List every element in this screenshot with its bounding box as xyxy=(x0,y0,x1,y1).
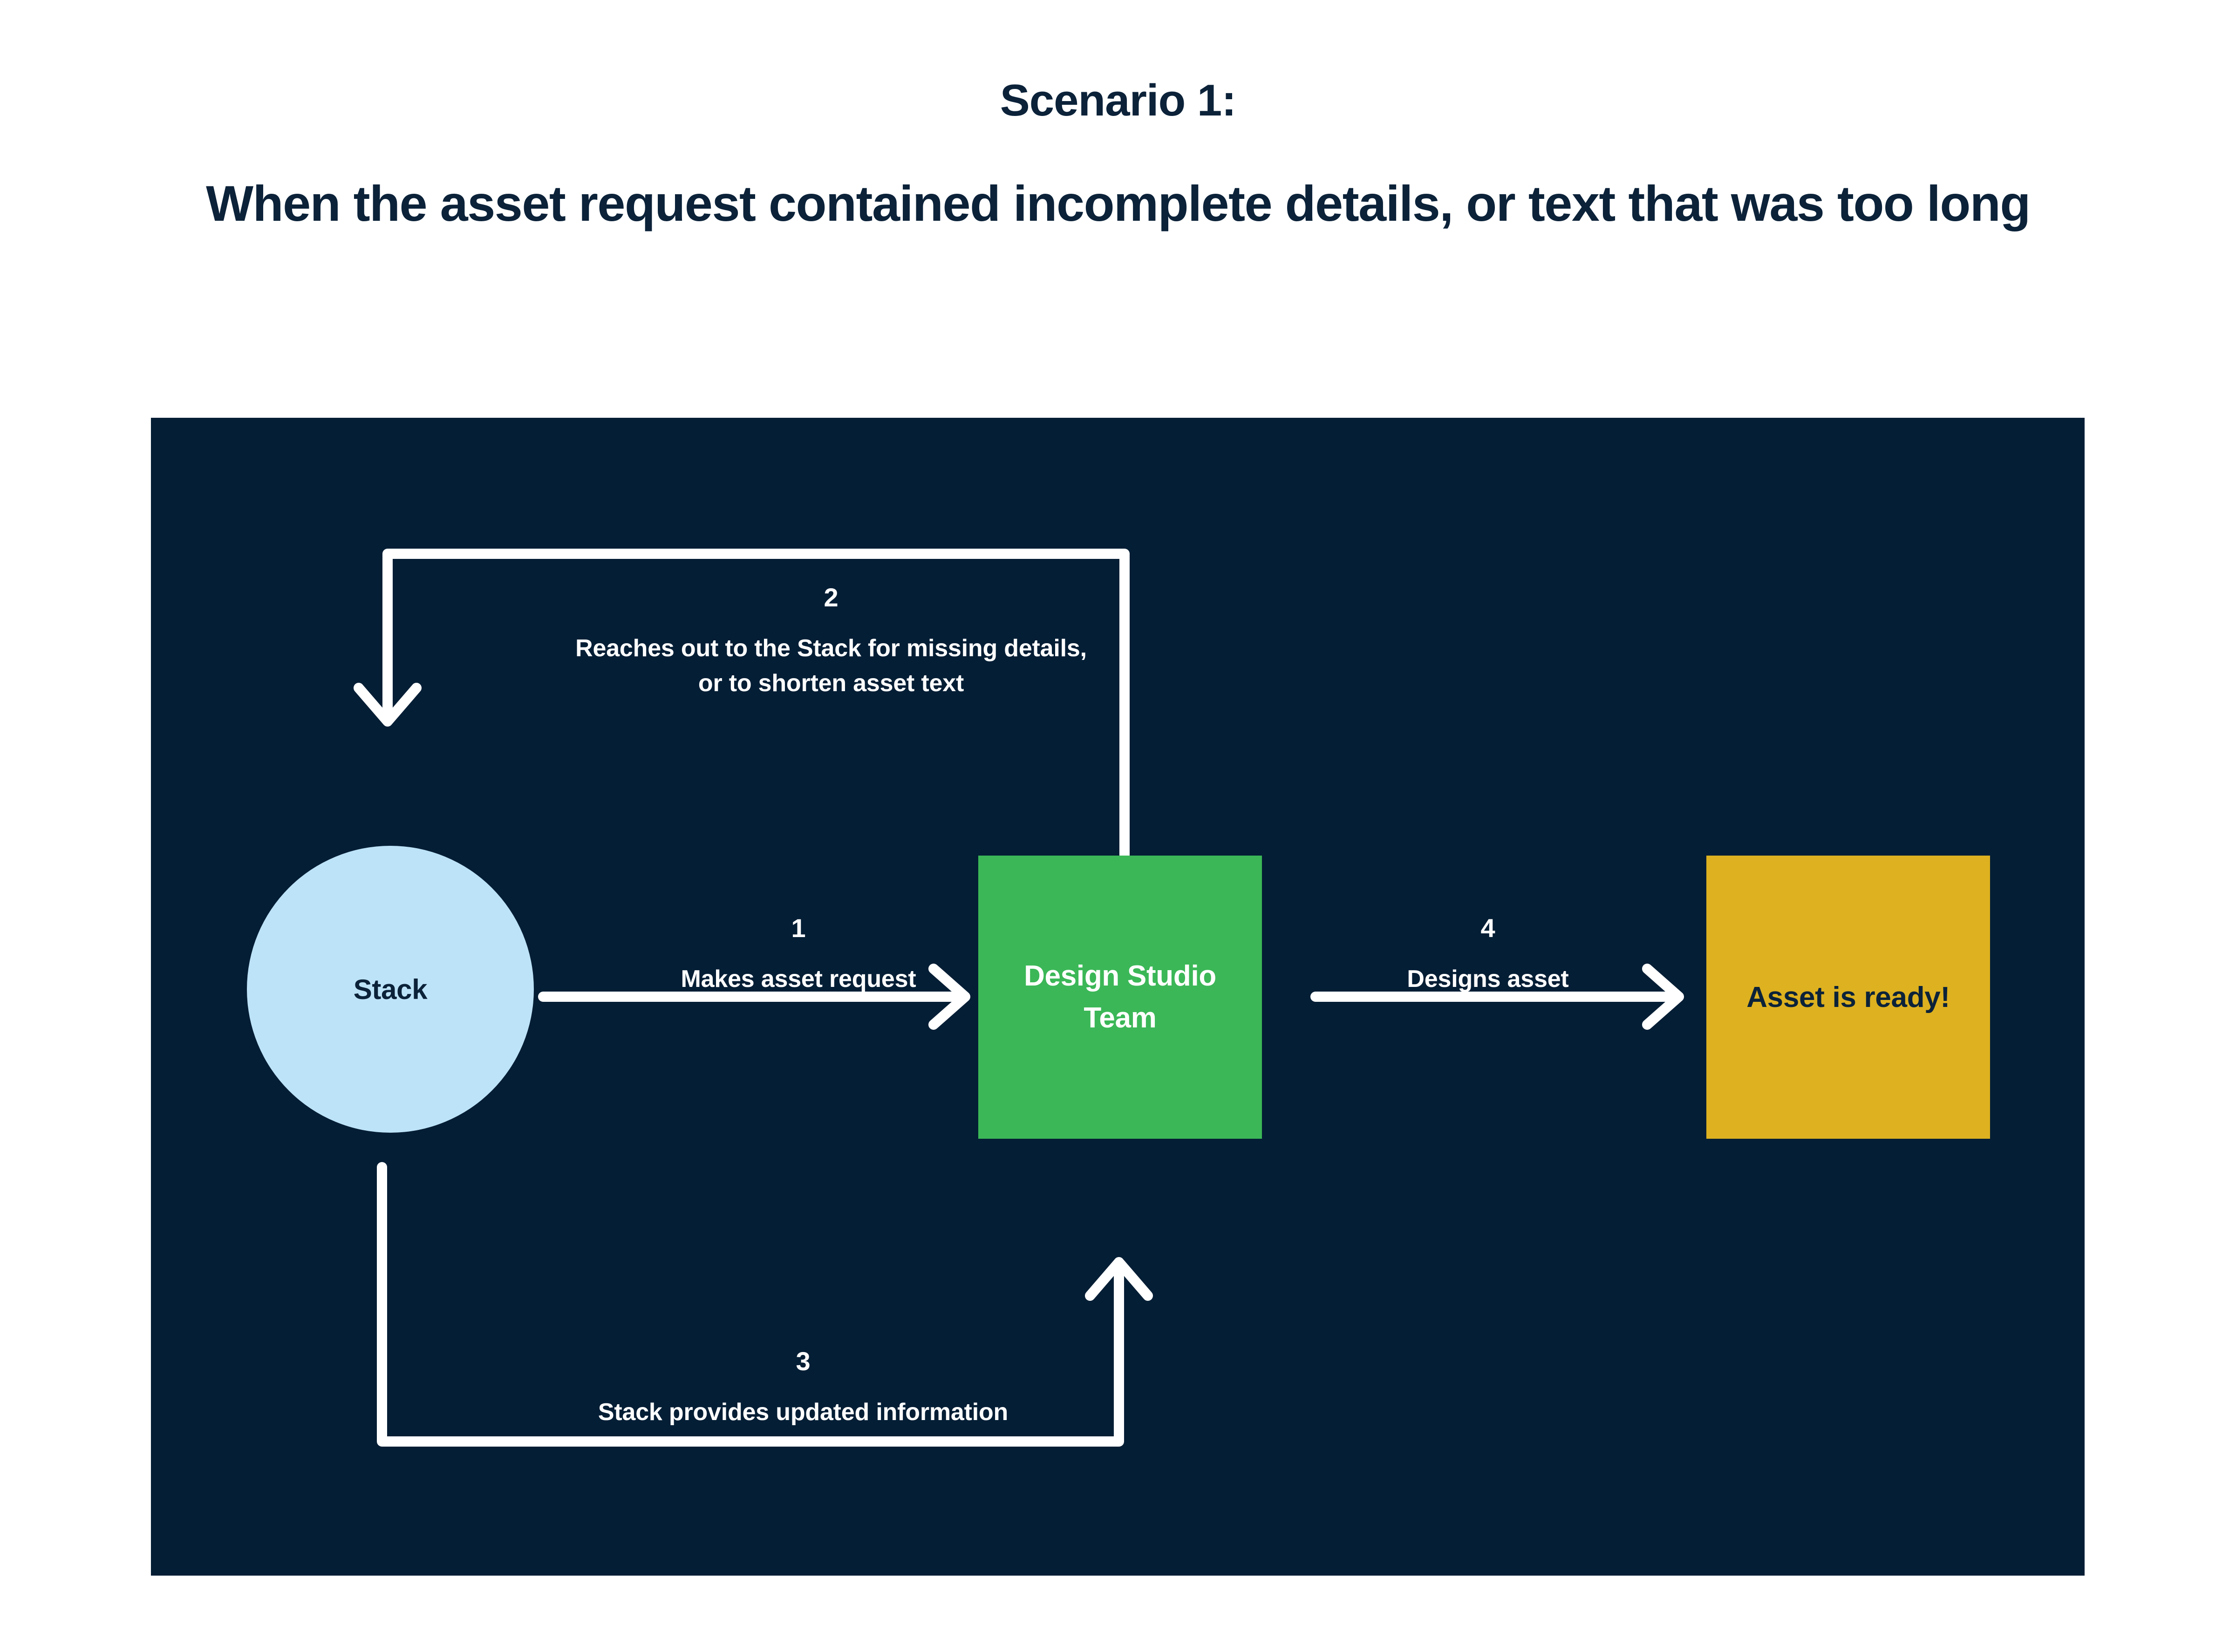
node-asset-is-ready-label: Asset is ready! xyxy=(1746,981,1950,1013)
diagram-panel: Stack Design Studio Team Asset is ready!… xyxy=(151,418,2085,1576)
page-title: Scenario 1: xyxy=(1000,75,1237,125)
edge-label-step-4: 4 Designs asset xyxy=(1311,907,1665,1005)
node-stack[interactable]: Stack xyxy=(247,846,534,1133)
edge-step-1-text: Makes asset request xyxy=(681,965,916,993)
edge-step-4-text: Designs asset xyxy=(1407,965,1569,993)
edge-step-3-text: Stack provides updated information xyxy=(598,1399,1009,1426)
edge-step-3-number: 3 xyxy=(796,1346,811,1376)
node-design-studio-team[interactable]: Design Studio Team xyxy=(978,856,1262,1139)
edge-step-4-number: 4 xyxy=(1480,913,1495,943)
node-stack-label: Stack xyxy=(353,973,428,1005)
edge-step-2-number: 2 xyxy=(824,583,838,612)
edge-step-2-text: Reaches out to the Stack for missing det… xyxy=(575,635,1087,697)
node-design-studio-team-label: Design Studio Team xyxy=(1024,960,1216,1034)
node-asset-is-ready[interactable]: Asset is ready! xyxy=(1706,856,1990,1139)
edge-step-1-number: 1 xyxy=(791,913,806,943)
edge-label-step-1: 1 Makes asset request xyxy=(621,907,975,1005)
edge-label-step-3: 3 Stack provides updated information xyxy=(444,1340,1162,1438)
page-subtitle: When the asset request contained incompl… xyxy=(206,175,2031,231)
edge-label-step-2: 2 Reaches out to the Stack for missing d… xyxy=(472,576,1190,710)
title-block: Scenario 1: When the asset request conta… xyxy=(0,0,2236,238)
